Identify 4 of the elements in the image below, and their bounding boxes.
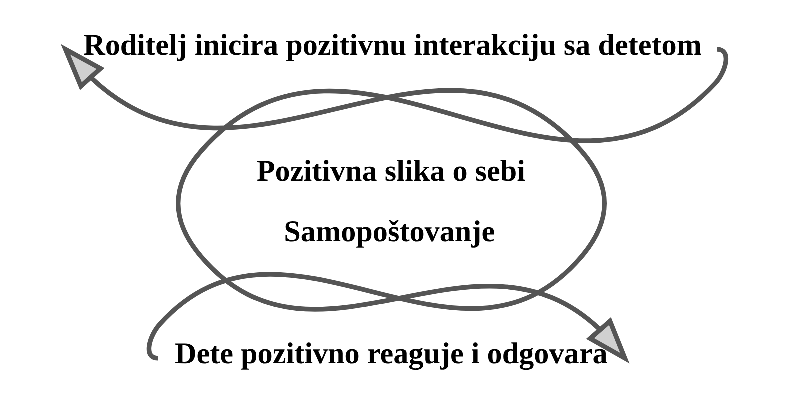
node-text: Dete pozitivno reaguje i odgovara xyxy=(174,336,608,371)
label: Pozitivna slika o sebi xyxy=(256,154,526,188)
node-text: Roditelj inicira pozitivnu interakciju sa detetom xyxy=(83,28,702,62)
label: Samopoštovanje xyxy=(284,214,495,248)
